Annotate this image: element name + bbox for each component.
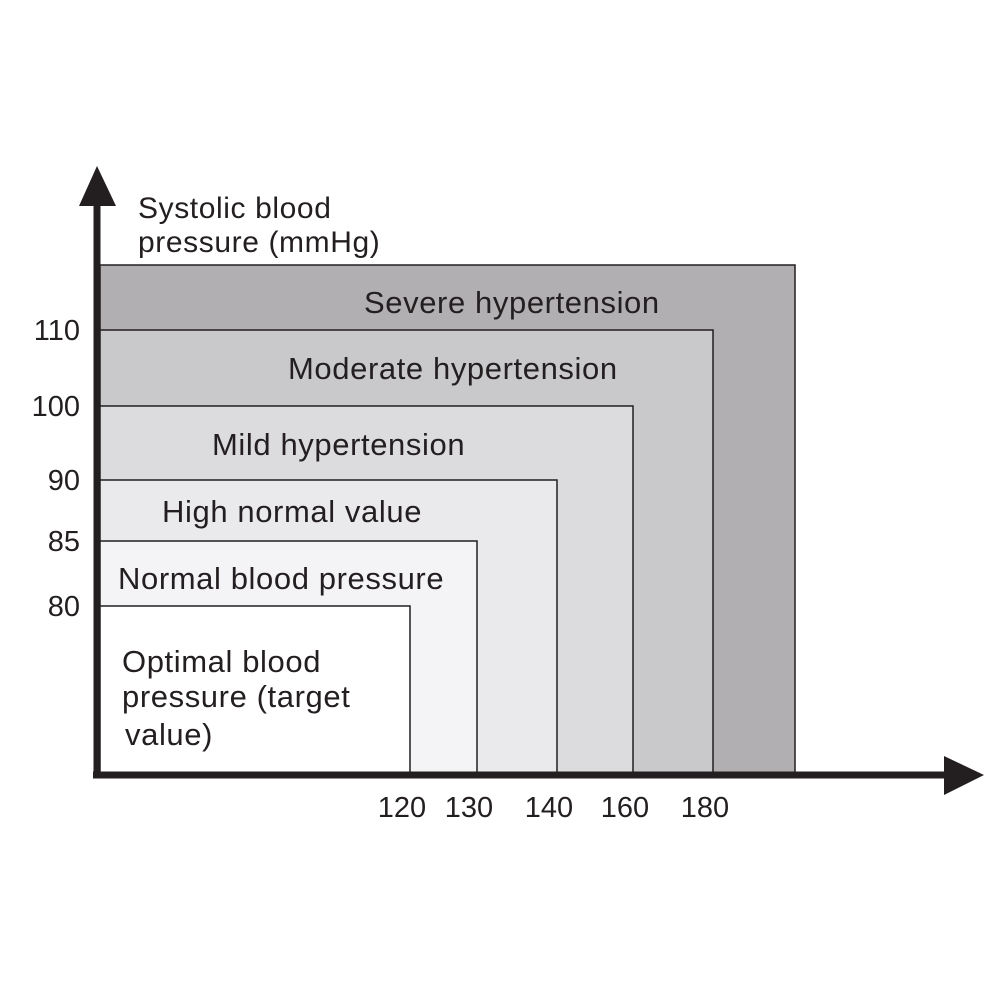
zone-label-0: Severe hypertension bbox=[364, 285, 660, 320]
zone-rect-5 bbox=[99, 605, 411, 776]
zone-label-2-line-0: Mild hypertension bbox=[212, 427, 465, 462]
zone-label-1-line-0: Moderate hypertension bbox=[288, 351, 618, 386]
x-tick-label-2: 140 bbox=[525, 792, 573, 824]
x-tick-label-4: 180 bbox=[681, 792, 729, 824]
x-axis-arrow-icon bbox=[944, 756, 984, 795]
y-tick-label-1: 85 bbox=[48, 526, 80, 558]
y-tick-label-2: 90 bbox=[48, 465, 80, 497]
x-tick-label-0: 120 bbox=[378, 792, 426, 824]
zone-label-1: Moderate hypertension bbox=[288, 351, 618, 386]
x-tick-label-3: 160 bbox=[601, 792, 649, 824]
zone-label-5-line-0: Optimal blood bbox=[122, 644, 321, 679]
y-axis-title: Systolic blood pressure (mmHg) bbox=[138, 192, 380, 259]
y-axis-title-line-1: Systolic blood bbox=[138, 192, 332, 225]
zone-label-3: High normal value bbox=[162, 494, 422, 529]
y-tick-label-3: 100 bbox=[32, 391, 80, 423]
axes-layer bbox=[79, 166, 984, 795]
zone-label-5-line-1: pressure (target bbox=[122, 679, 350, 714]
zone-label-5-line-2: value) bbox=[125, 717, 213, 752]
zone-label-4: Normal blood pressure bbox=[118, 561, 444, 596]
ticks-layer: 120 130 140 160 180 80 85 90 100 110 bbox=[32, 315, 730, 824]
zone-label-0-line-0: Severe hypertension bbox=[364, 285, 660, 320]
x-tick-label-1: 130 bbox=[445, 792, 493, 824]
zone-label-4-line-0: Normal blood pressure bbox=[118, 561, 444, 596]
zone-label-3-line-0: High normal value bbox=[162, 494, 422, 529]
zone-label-2: Mild hypertension bbox=[212, 427, 465, 462]
y-axis-title-line-2: pressure (mmHg) bbox=[138, 226, 380, 259]
y-tick-label-0: 80 bbox=[48, 591, 80, 623]
y-axis-arrow-icon bbox=[79, 166, 116, 206]
y-tick-label-4: 110 bbox=[34, 315, 80, 347]
